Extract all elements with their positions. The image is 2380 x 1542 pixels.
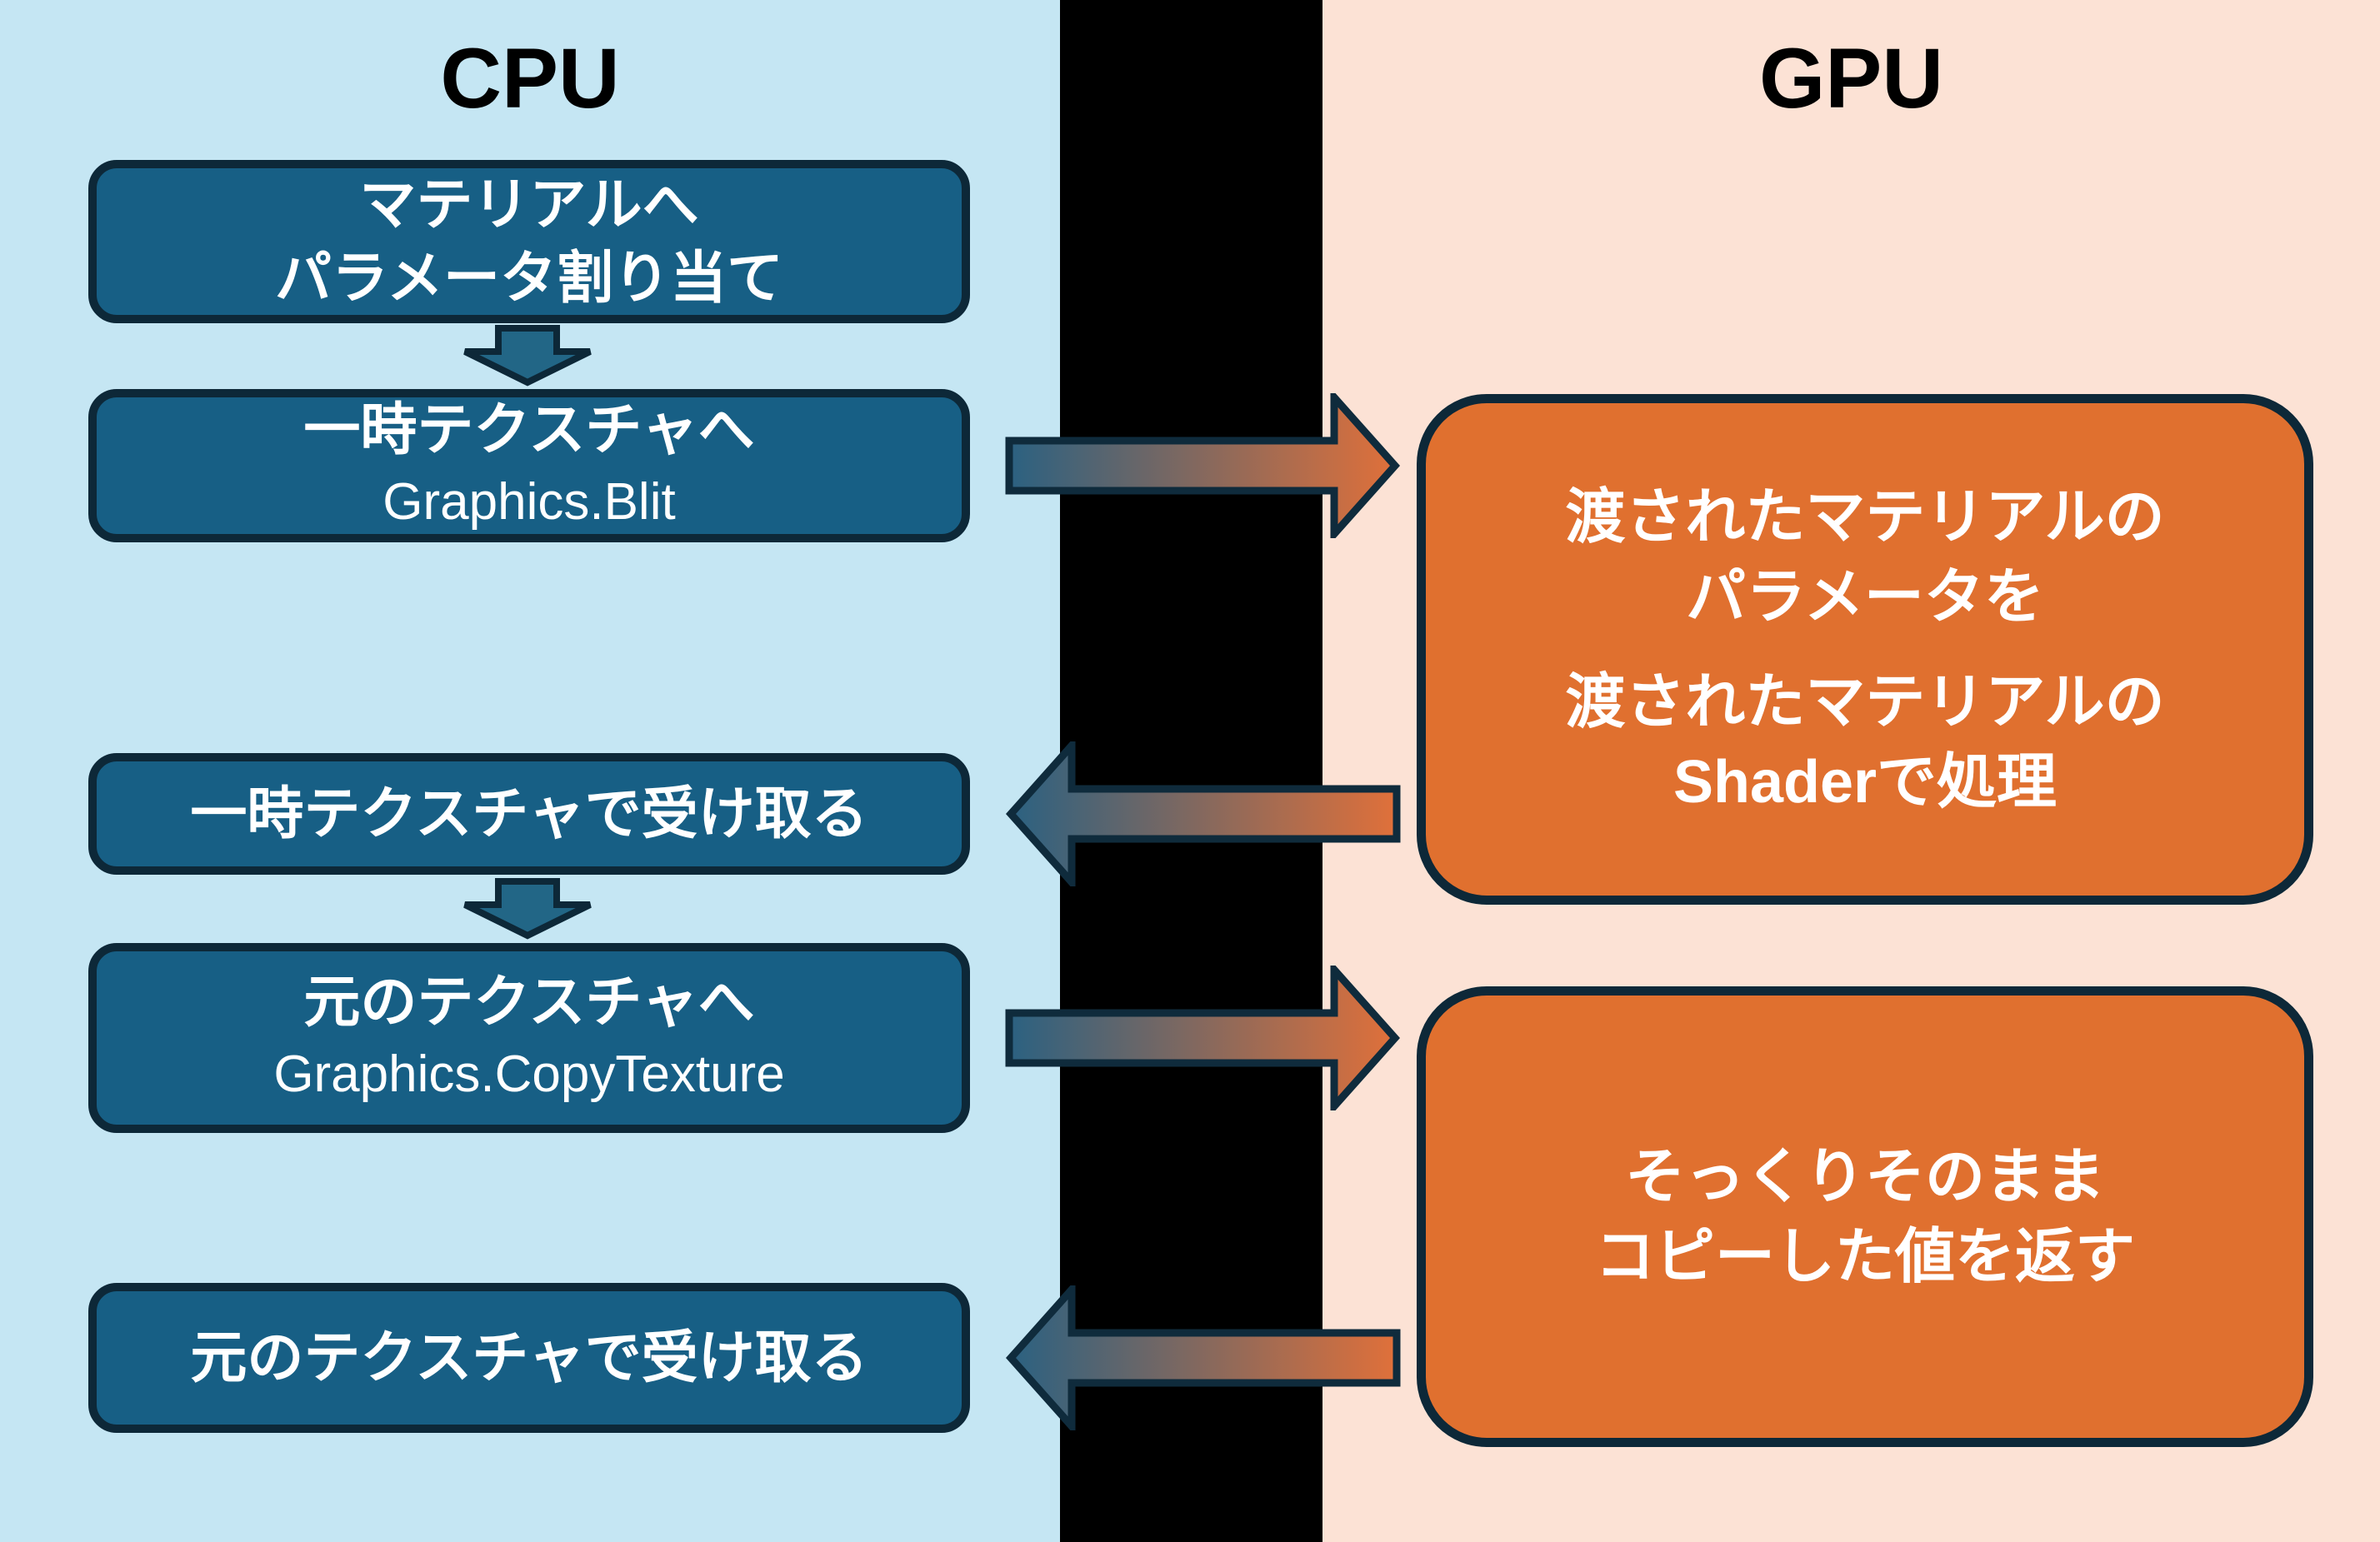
arrow-down-icon bbox=[463, 325, 592, 387]
box-text-line: 元のテクスチャで受け取る bbox=[190, 1326, 868, 1390]
box-text-line: Graphics.CopyTexture bbox=[273, 1045, 785, 1103]
arrow-down-icon bbox=[463, 878, 592, 940]
cpu-box-graphics-copytexture: 元のテクスチャへ Graphics.CopyTexture bbox=[88, 943, 970, 1133]
box-text-line: パラメータを bbox=[1686, 563, 2044, 631]
divider-bar bbox=[1060, 0, 1322, 1542]
gpu-box-copy-return: そっくりそのまま コピーした値を返す bbox=[1417, 986, 2313, 1447]
arrow-right-icon bbox=[1005, 393, 1400, 538]
cpu-title: CPU bbox=[440, 31, 620, 126]
arrow-right-icon bbox=[1005, 966, 1400, 1110]
box-text-line: 元のテクスチャへ bbox=[303, 971, 755, 1034]
box-text-line: パラメータ割り当て bbox=[275, 247, 783, 310]
gpu-title: GPU bbox=[1758, 31, 1944, 126]
cpu-box-receive-temp-texture: 一時テクスチャで受け取る bbox=[88, 753, 970, 875]
box-text-line: Shaderで処理 bbox=[1672, 748, 2058, 816]
box-text-line: 一時テクスチャで受け取る bbox=[190, 782, 868, 846]
box-text-line: 一時テクスチャへ bbox=[303, 398, 755, 462]
box-text-line: コピーした値を返す bbox=[1594, 1223, 2135, 1290]
box-text-line: 渡されたマテリアルの bbox=[1565, 483, 2165, 551]
cpu-box-assign-material-params: マテリアルへ パラメータ割り当て bbox=[88, 160, 970, 323]
box-text-line: Graphics.Blit bbox=[382, 473, 676, 531]
box-text-line: 渡されたマテリアルの bbox=[1565, 668, 2165, 736]
cpu-box-graphics-blit: 一時テクスチャへ Graphics.Blit bbox=[88, 389, 970, 542]
arrow-left-icon bbox=[1006, 741, 1401, 886]
cpu-box-receive-original-texture: 元のテクスチャで受け取る bbox=[88, 1283, 970, 1433]
box-text-line: マテリアルへ bbox=[359, 173, 699, 237]
arrow-left-icon bbox=[1006, 1285, 1401, 1430]
gpu-box-shader-process: 渡されたマテリアルの パラメータを 渡されたマテリアルの Shaderで処理 bbox=[1417, 394, 2313, 905]
box-text-line: そっくりそのまま bbox=[1624, 1143, 2105, 1210]
